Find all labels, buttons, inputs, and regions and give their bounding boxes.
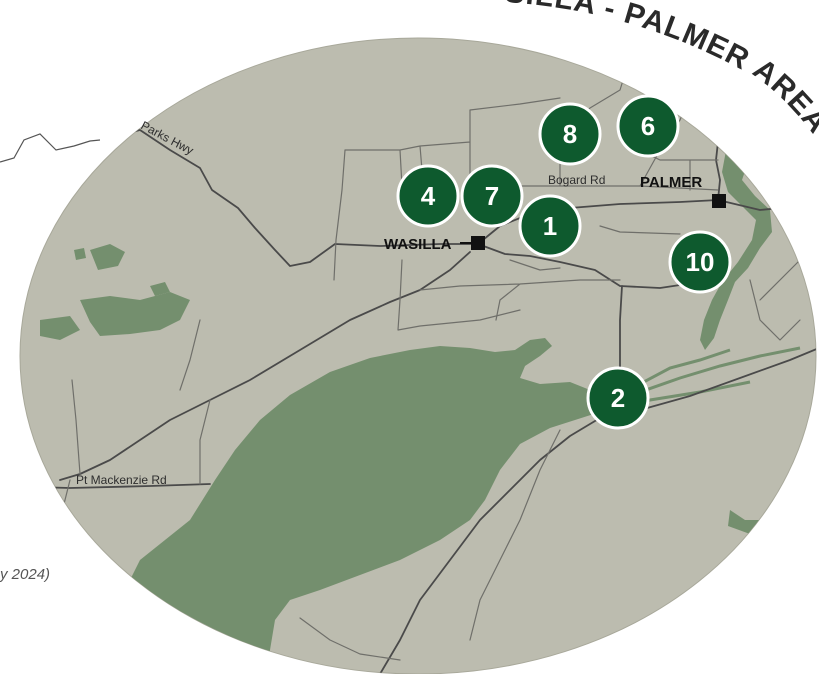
matanuska-river — [700, 140, 772, 350]
marker-2[interactable]: 2 — [586, 366, 650, 430]
road-label-pt-mackenzie-rd: Pt Mackenzie Rd — [76, 473, 167, 487]
road-label-bogard-rd: Bogard Rd — [548, 173, 605, 187]
city-label-wasilla: WASILLA — [384, 236, 452, 253]
city-marker-square — [471, 236, 485, 250]
credit-text: y 2024) — [0, 566, 51, 583]
marker-6[interactable]: 6 — [616, 94, 680, 158]
parks-hwy-road — [99, 129, 725, 289]
marker-4[interactable]: 4 — [396, 164, 460, 228]
marker-10[interactable]: 10 — [668, 230, 732, 294]
marker-8[interactable]: 8 — [538, 102, 602, 166]
city-palmer[interactable]: PALMER — [640, 174, 726, 208]
city-marker-square — [712, 194, 726, 208]
outside-road — [0, 133, 101, 163]
city-label-palmer: PALMER — [640, 174, 702, 191]
knik-arm-water — [100, 338, 605, 674]
glenn-hwy-road — [477, 199, 801, 245]
east-road — [639, 347, 816, 411]
marker-1[interactable]: 1 — [518, 194, 582, 258]
marker-7[interactable]: 7 — [460, 164, 524, 228]
city-wasilla[interactable]: WASILLA — [384, 236, 485, 253]
secondary-roads — [199, 259, 801, 641]
